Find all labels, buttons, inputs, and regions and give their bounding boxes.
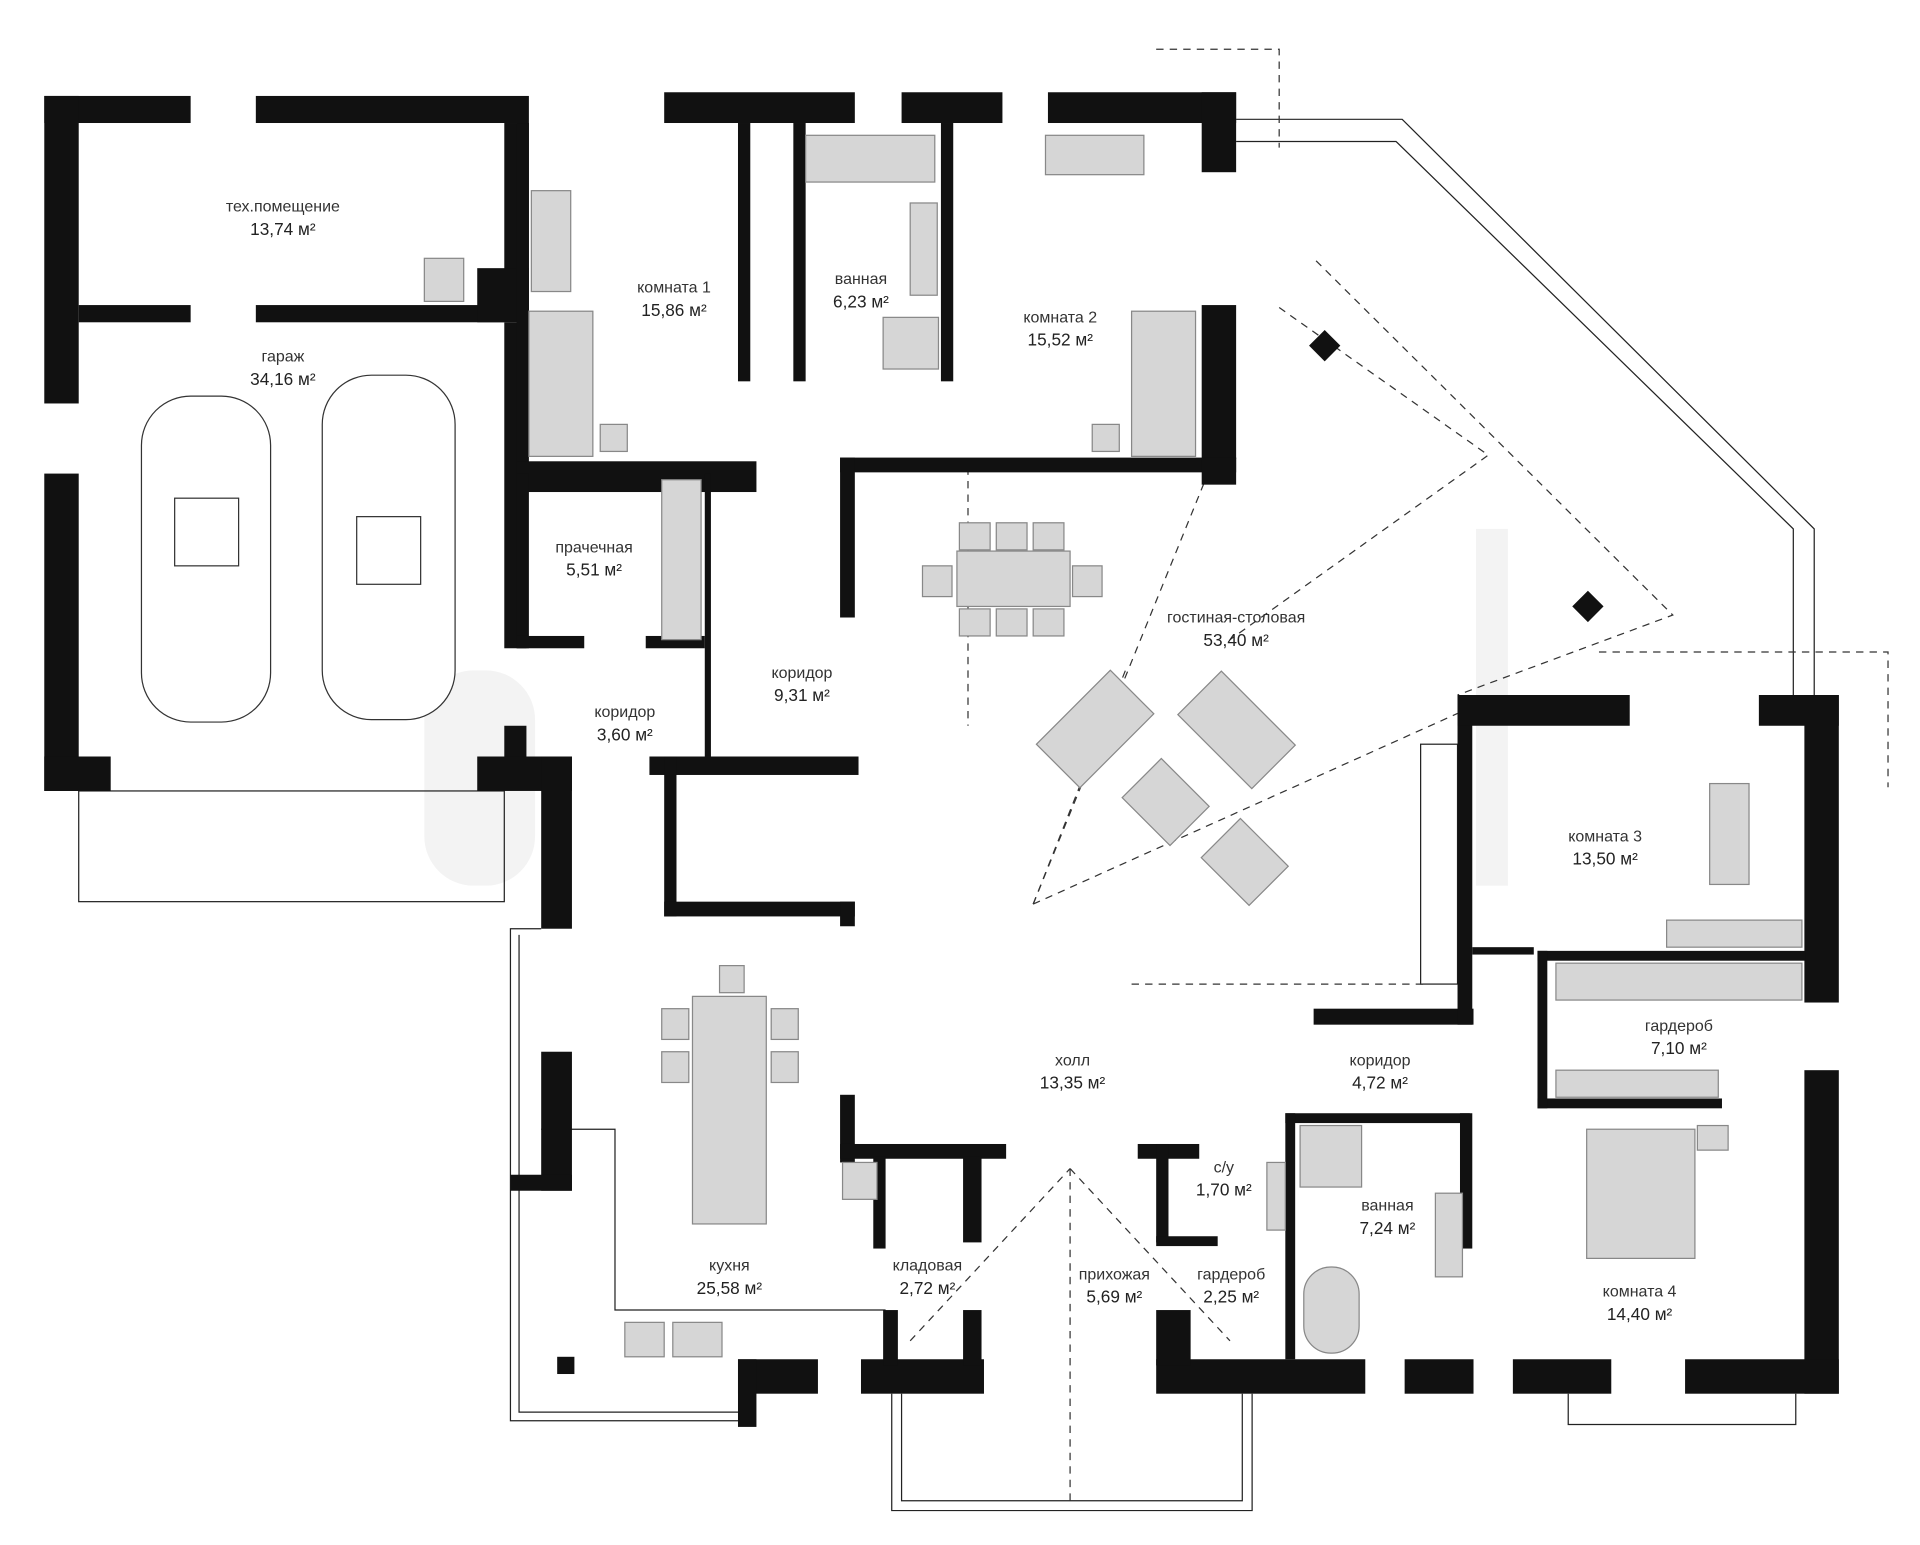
room-area: 3,60 м² [597, 725, 653, 745]
room-label: комната 2 15,52 м² [1023, 309, 1097, 349]
room-label: с/у 1,70 м² [1196, 1159, 1252, 1199]
room-label: гараж 34,16 м² [250, 349, 316, 389]
room-label: коридор 9,31 м² [771, 665, 832, 705]
cars [140, 374, 456, 723]
room-area: 2,72 м² [899, 1278, 955, 1298]
room-name: ванная [835, 271, 887, 288]
room-area: 25,58 м² [697, 1278, 763, 1298]
room-label: холл 13,35 м² [1040, 1052, 1106, 1092]
room-label: комната 4 14,40 м² [1603, 1284, 1677, 1324]
room-label: комната 3 13,50 м² [1568, 828, 1642, 868]
room-area: 7,10 м² [1651, 1038, 1707, 1058]
room-label: кладовая 2,72 м² [893, 1258, 962, 1298]
room-name: гардероб [1645, 1018, 1713, 1035]
terrace-outlines [78, 118, 1815, 1512]
room-name: тех.помещение [226, 199, 340, 216]
room-name: коридор [594, 704, 655, 721]
room-label: тех.помещение 13,74 м² [226, 199, 340, 239]
room-label: ванная 7,24 м² [1359, 1197, 1415, 1237]
room-name: комната 3 [1568, 828, 1642, 845]
room-name: коридор [1350, 1052, 1411, 1069]
room-name: прачечная [555, 539, 632, 556]
room-label: комната 1 15,86 м² [637, 280, 711, 320]
room-label: ванная 6,23 м² [833, 271, 889, 311]
room-area: 13,50 м² [1572, 849, 1638, 869]
room-name: гараж [261, 349, 304, 366]
room-name: прихожая [1079, 1266, 1150, 1283]
room-label: гардероб 2,25 м² [1197, 1266, 1265, 1306]
room-labels: тех.помещение 13,74 м² гараж 34,16 м² комнат… [226, 199, 1713, 1324]
room-area: 4,72 м² [1352, 1073, 1408, 1093]
room-name: коридор [771, 665, 832, 682]
room-name: ванная [1361, 1197, 1413, 1214]
room-name: комната 2 [1023, 309, 1097, 326]
room-name: комната 4 [1603, 1284, 1677, 1301]
room-name: гостиная-столовая [1167, 609, 1305, 626]
furniture [423, 134, 1803, 1358]
room-label: гардероб 7,10 м² [1645, 1018, 1713, 1058]
room-area: 15,52 м² [1028, 330, 1094, 350]
room-area: 2,25 м² [1203, 1287, 1259, 1307]
room-area: 13,74 м² [250, 219, 316, 239]
walls [44, 92, 1839, 1427]
room-name: кухня [709, 1258, 750, 1275]
room-label: коридор 4,72 м² [1350, 1052, 1411, 1092]
room-label: прихожая 5,69 м² [1079, 1266, 1150, 1306]
room-area: 53,40 м² [1203, 630, 1269, 650]
room-label: коридор 3,60 м² [594, 704, 655, 744]
room-area: 14,40 м² [1607, 1304, 1673, 1324]
room-area: 1,70 м² [1196, 1180, 1252, 1200]
dashed-lines [909, 48, 1889, 1507]
room-area: 9,31 м² [774, 685, 830, 705]
room-label: прачечная 5,51 м² [555, 539, 632, 579]
room-area: 7,24 м² [1359, 1218, 1415, 1238]
room-label: гостиная-столовая 53,40 м² [1167, 609, 1305, 649]
room-area: 34,16 м² [250, 369, 316, 389]
room-area: 6,23 м² [833, 292, 889, 312]
room-area: 13,35 м² [1040, 1073, 1106, 1093]
room-area: 5,51 м² [566, 560, 622, 580]
room-area: 15,86 м² [641, 300, 707, 320]
room-name: комната 1 [637, 280, 711, 297]
room-name: с/у [1214, 1159, 1234, 1176]
room-area: 5,69 м² [1086, 1287, 1142, 1307]
room-name: кладовая [893, 1258, 962, 1275]
room-name: гардероб [1197, 1266, 1265, 1283]
room-label: кухня 25,58 м² [697, 1258, 763, 1298]
room-name: холл [1055, 1052, 1090, 1069]
